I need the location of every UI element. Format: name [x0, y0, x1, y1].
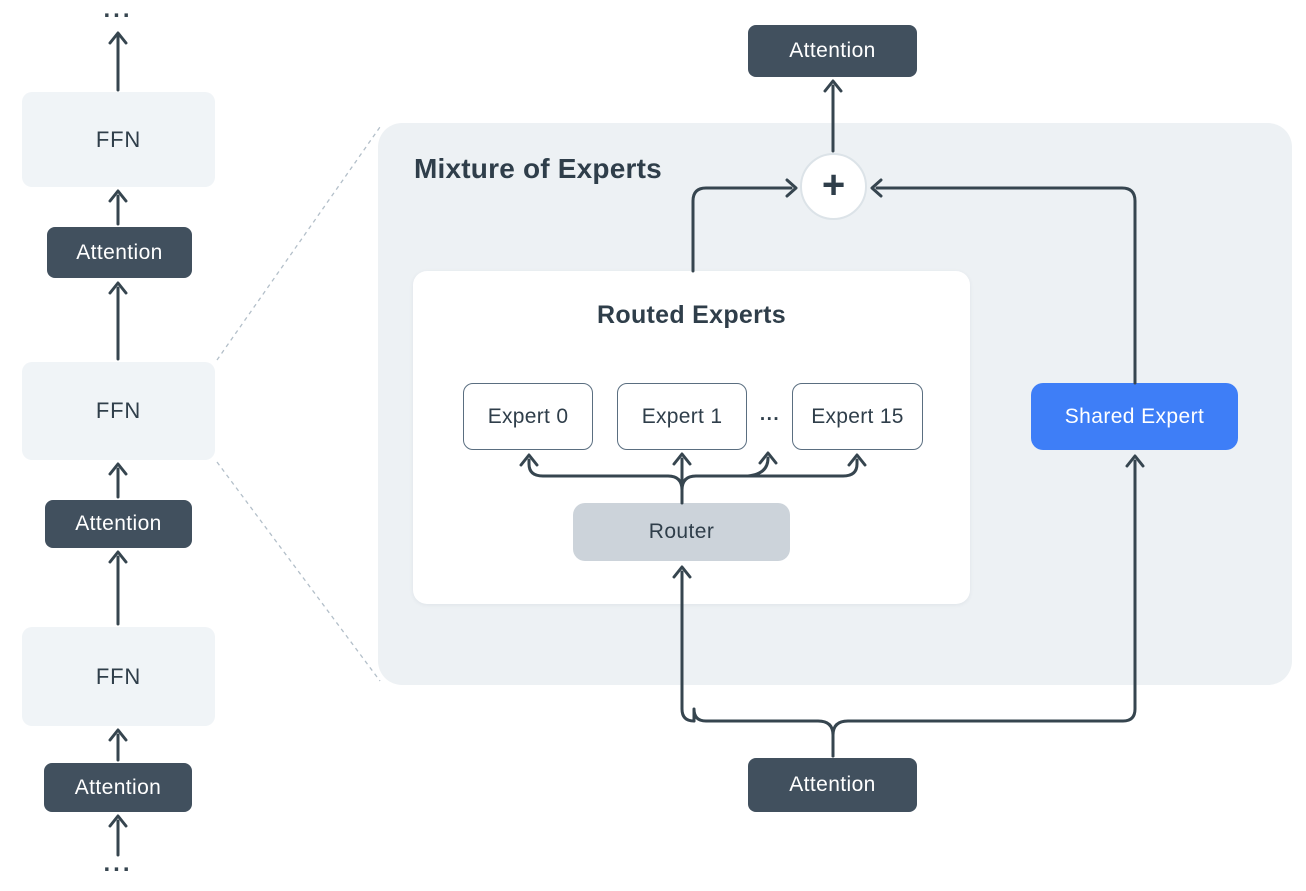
expert-0-label: Expert 0	[487, 404, 569, 428]
ellipsis-top: ...	[103, 0, 133, 23]
moe-bottom-attention-label: Attention	[789, 773, 876, 796]
moe-top-attention-box: Attention	[748, 25, 917, 77]
router-label: Router	[648, 520, 715, 543]
experts-ellipsis: ...	[759, 404, 781, 425]
attention-block-3: Attention	[44, 763, 192, 812]
expert-15-label: Expert 15	[811, 404, 904, 428]
dashed-line-top	[216, 126, 381, 361]
ffn-block-2-label: FFN	[95, 398, 142, 423]
moe-top-attention-label: Attention	[789, 39, 876, 62]
plus-icon: +	[821, 162, 846, 207]
ffn-block-3-label: FFN	[95, 663, 142, 689]
expert-1-label: Expert 1	[641, 404, 723, 428]
attention-block-1: Attention	[47, 227, 192, 278]
ffn-block-3: FFN	[22, 627, 215, 726]
sum-circle: +	[800, 153, 867, 220]
shared-expert-box: Shared Expert	[1031, 383, 1238, 450]
moe-panel-title: Mixture of Experts	[414, 153, 662, 184]
attention-block-2: Attention	[45, 500, 192, 548]
shared-expert-label: Shared Expert	[1064, 404, 1205, 428]
zoom-dashed-lines	[216, 126, 381, 682]
routed-experts-title: Routed Experts	[597, 301, 786, 329]
attention-block-3-label: Attention	[74, 775, 162, 799]
expert-15-box: Expert 15	[792, 383, 923, 450]
expert-0-box: Expert 0	[463, 383, 593, 450]
router-box: Router	[573, 503, 790, 561]
attention-block-2-label: Attention	[75, 512, 162, 535]
moe-bottom-attention-box: Attention	[748, 758, 917, 812]
ellipsis-bottom: ...	[103, 850, 133, 877]
ffn-block-1-label: FFN	[95, 126, 142, 152]
expert-1-box: Expert 1	[617, 383, 747, 450]
arrow-attention-to-router	[692, 707, 835, 758]
ffn-block-2-highlighted: FFN	[22, 362, 215, 460]
dashed-line-bottom	[216, 461, 381, 682]
attention-block-1-label: Attention	[76, 240, 163, 264]
ffn-block-1: FFN	[22, 92, 215, 187]
